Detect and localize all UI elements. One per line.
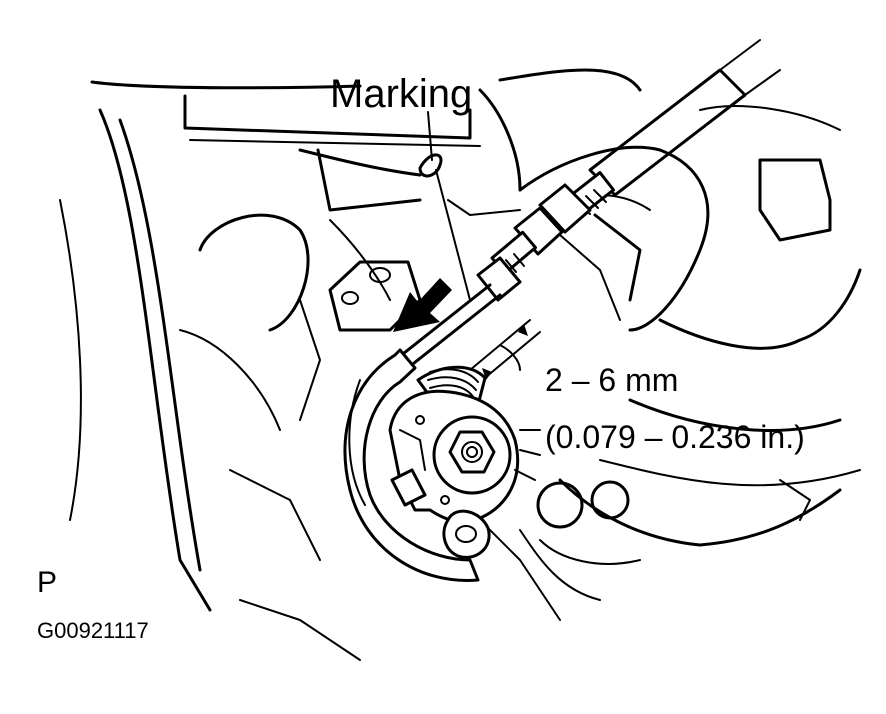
throttle-lever-assembly (343, 348, 541, 582)
measurement-imperial-label: (0.079 – 0.236 in.) (545, 419, 805, 455)
dimension-lines (469, 319, 541, 383)
marking-callout-label: Marking (330, 72, 473, 116)
view-indicator-label: P (37, 566, 58, 599)
engine-background-lines (59, 68, 862, 661)
measurement-metric-label: 2 – 6 mm (545, 362, 679, 398)
figure-code-label: G00921117 (37, 618, 149, 643)
marking-leader (418, 111, 521, 301)
direction-arrow-icon (393, 278, 452, 332)
